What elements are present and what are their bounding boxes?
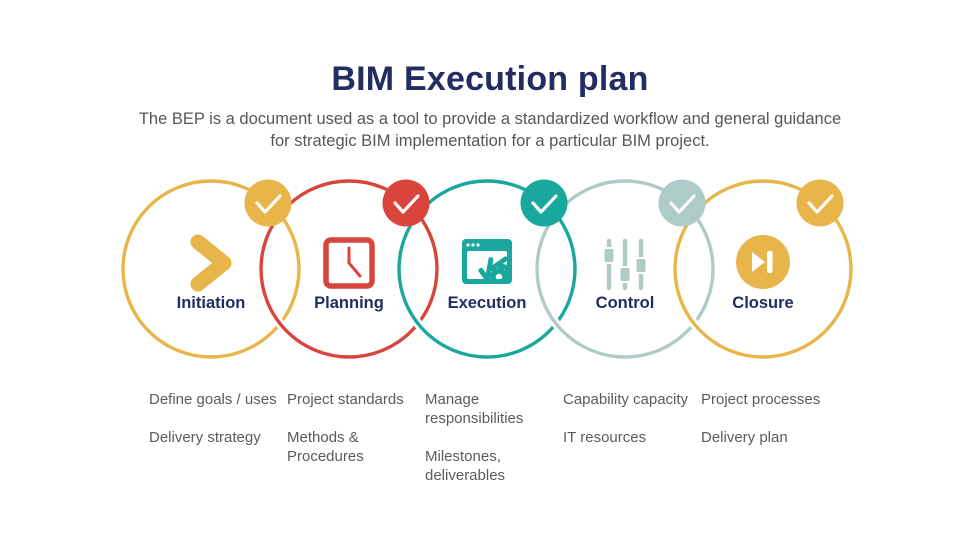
sliders-icon <box>602 238 648 291</box>
stage-items-control: Capability capacity IT resources <box>563 390 697 466</box>
check-icon <box>393 194 420 214</box>
stage-label-execution: Execution <box>448 294 527 312</box>
initiation-check-badge <box>244 179 292 227</box>
stage-circle-closure <box>673 179 853 359</box>
stage-item: Milestones, deliverables <box>425 448 506 484</box>
skip-end-icon <box>736 235 790 289</box>
control-check-badge <box>658 179 706 227</box>
page-subtitle: The BEP is a document used as a tool to … <box>0 108 980 152</box>
chevron-right-icon <box>190 234 232 292</box>
stage-item: IT resources <box>563 429 647 446</box>
stage-item: Methods & Procedures <box>287 429 364 465</box>
stage-item: Capability capacity <box>563 391 689 408</box>
clock-icon <box>323 237 375 289</box>
subtitle-line-2: for strategic BIM implementation for a p… <box>270 132 710 150</box>
closure-check-badge <box>796 179 844 227</box>
execution-check-badge <box>520 179 568 227</box>
app-window-gear-icon <box>462 239 512 284</box>
planning-check-badge <box>382 179 430 227</box>
stage-label-closure: Closure <box>732 294 793 312</box>
check-icon <box>531 194 558 214</box>
stage-item: Delivery strategy <box>149 429 261 446</box>
stage-circle-initiation <box>121 179 301 359</box>
subtitle-line-1: The BEP is a document used as a tool to … <box>138 110 842 128</box>
stage-label-planning: Planning <box>314 294 384 312</box>
stage-circle-execution <box>397 179 577 359</box>
stage-item: Delivery plan <box>701 429 788 446</box>
check-icon <box>669 194 696 214</box>
page-title: BIM Execution plan <box>331 60 649 98</box>
stage-item: Define goals / uses <box>149 391 277 408</box>
stage-label-control: Control <box>596 294 655 312</box>
stage-circle-control <box>535 179 715 359</box>
stage-item: Manage responsibilities <box>425 391 524 427</box>
stage-item: Project standards <box>287 391 404 408</box>
check-icon <box>807 194 834 214</box>
stage-circle-planning <box>259 179 439 359</box>
stage-label-initiation: Initiation <box>177 294 246 312</box>
stage-item: Project processes <box>701 391 821 408</box>
check-icon <box>255 194 282 214</box>
